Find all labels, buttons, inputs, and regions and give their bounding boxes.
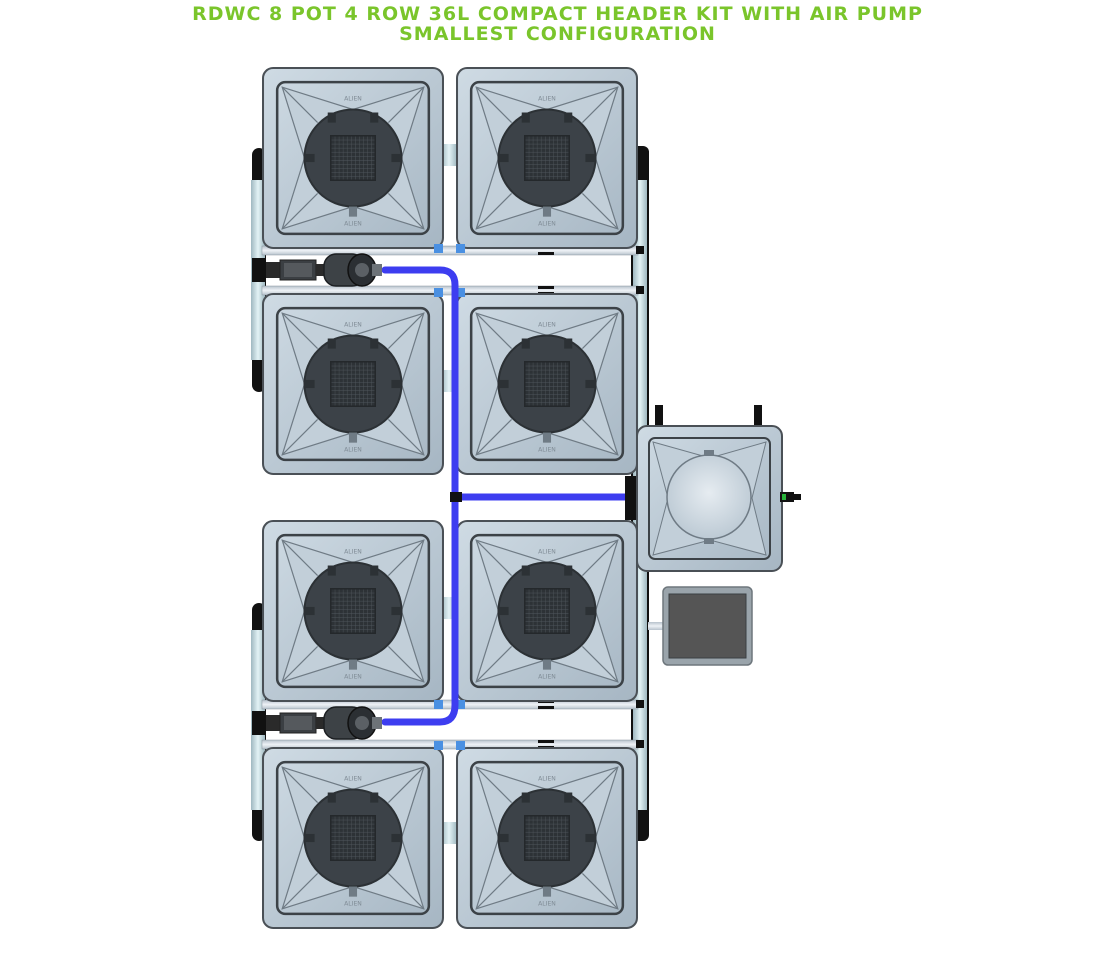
hose-tee [450,492,462,502]
title-line-2: SMALLEST CONFIGURATION [399,23,716,45]
pump-bottom [252,706,383,740]
pot-r3-left [262,520,444,702]
air-pump [648,586,753,666]
pot-r2-right [456,293,638,475]
pump-top [252,253,383,287]
pot-r4-left [262,747,444,929]
header-tank [636,405,801,572]
pot-r2-left [262,293,444,475]
pot-r4-right [456,747,638,929]
blue-connectors [434,244,465,750]
horizontal-pipes [261,245,644,750]
pot-r3-right [456,520,638,702]
title-line-1: RDWC 8 POT 4 ROW 36L COMPACT HEADER KIT … [192,3,923,25]
pot-r1-right [456,67,638,249]
pot-r1-left [262,67,444,249]
header-inlet [625,476,637,520]
